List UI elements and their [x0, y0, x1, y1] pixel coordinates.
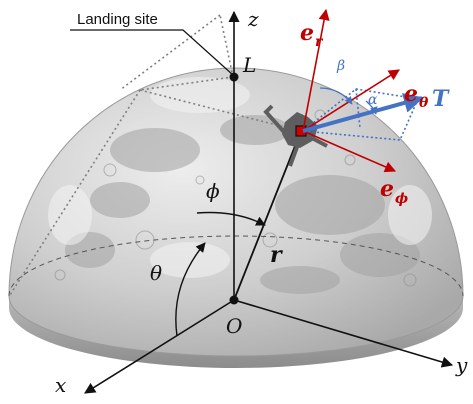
thrust-angle-arcs	[319, 87, 378, 115]
landing-site-leader	[70, 29, 234, 76]
point-L	[229, 72, 239, 82]
dotted-L-to-upperleft	[219, 14, 234, 78]
dotted-projection-left	[9, 89, 141, 296]
alpha-arc	[365, 100, 378, 115]
x-axis	[84, 299, 235, 394]
thrust-dotted-diagonal	[355, 88, 361, 129]
r-label: r	[270, 242, 283, 268]
moon-maria	[65, 115, 420, 294]
point-O	[229, 295, 239, 305]
phi-label: ϕ	[206, 179, 220, 203]
phi-arc	[196, 211, 266, 226]
lander	[263, 104, 328, 167]
e-theta-label: e	[404, 81, 418, 107]
theta-label: θ	[150, 261, 162, 285]
thrust-label: T	[432, 86, 450, 112]
L-label: L	[242, 53, 256, 77]
thrust-vector	[302, 93, 424, 133]
e-r-subscript: r	[315, 34, 324, 50]
landing-site-label: Landing site	[77, 11, 158, 28]
beta-arc	[319, 87, 353, 105]
thrust-construction	[300, 88, 420, 141]
moon-hemisphere	[8, 67, 464, 368]
x-axis-label: x	[55, 373, 66, 397]
dotted-upperleft-down	[119, 14, 221, 91]
theta-arc	[175, 242, 206, 337]
e-phi-label: e	[380, 176, 394, 202]
dotted-L-to-corner	[139, 76, 234, 91]
e-r-vector	[302, 8, 330, 132]
lander-leg-right	[311, 136, 328, 148]
position-vector-r	[233, 130, 302, 301]
moon-highlights	[48, 77, 432, 278]
lander-leg-left	[263, 104, 286, 134]
e-r-label: e	[300, 20, 314, 46]
angle-arcs	[175, 211, 266, 337]
y-axis	[233, 299, 454, 368]
axes	[84, 10, 454, 394]
alpha-label: α	[368, 92, 378, 108]
lander-leg-bottom	[288, 146, 299, 167]
construction-lines	[9, 14, 301, 296]
y-axis-label: y	[455, 353, 468, 377]
O-label: O	[226, 314, 242, 338]
landing-site-callout	[70, 29, 234, 76]
equator-dashed	[8, 235, 464, 297]
beta-label: β	[336, 58, 345, 74]
thrust-dotted-box	[300, 88, 420, 141]
e-phi-vector	[302, 130, 397, 173]
e-theta-subscript: θ	[419, 95, 429, 111]
e-phi-subscript: ϕ	[395, 191, 408, 207]
z-axis-label: z	[247, 7, 259, 31]
